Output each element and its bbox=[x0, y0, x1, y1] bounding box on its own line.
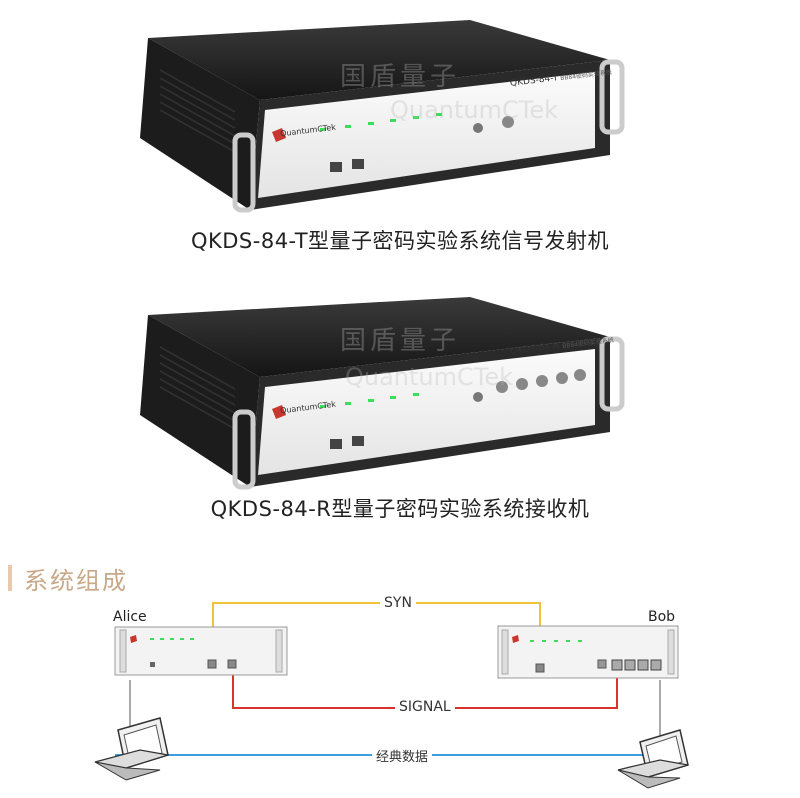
transmitter-device-image bbox=[140, 20, 625, 213]
classic-data-label: 经典数据 bbox=[372, 746, 433, 765]
section-title: 系统组成 bbox=[24, 566, 128, 595]
system-diagram bbox=[94, 602, 689, 789]
transmitter-watermark-en: QuantumCTek bbox=[390, 96, 559, 124]
receiver-device-image bbox=[140, 297, 625, 490]
section-heading: 系统组成 bbox=[8, 563, 128, 595]
transmitter-caption: QKDS-84-T型量子密码实验系统信号发射机 bbox=[190, 229, 610, 253]
section-accent-bar bbox=[8, 565, 12, 591]
bob-label: Bob bbox=[648, 609, 676, 625]
transmitter-watermark-cn: 国盾量子 bbox=[340, 62, 461, 92]
bob-laptop-icon bbox=[617, 729, 689, 789]
receiver-watermark-en: QuantumCTek bbox=[345, 363, 514, 391]
alice-laptop-icon bbox=[94, 717, 169, 781]
receiver-caption: QKDS-84-R型量子密码实验系统接收机 bbox=[210, 497, 590, 521]
syn-label: SYN bbox=[380, 595, 416, 611]
receiver-watermark-cn: 国盾量子 bbox=[340, 326, 461, 356]
signal-label: SIGNAL bbox=[395, 699, 455, 715]
bob-device bbox=[497, 625, 679, 679]
alice-label: Alice bbox=[113, 609, 147, 625]
alice-device bbox=[114, 626, 288, 676]
